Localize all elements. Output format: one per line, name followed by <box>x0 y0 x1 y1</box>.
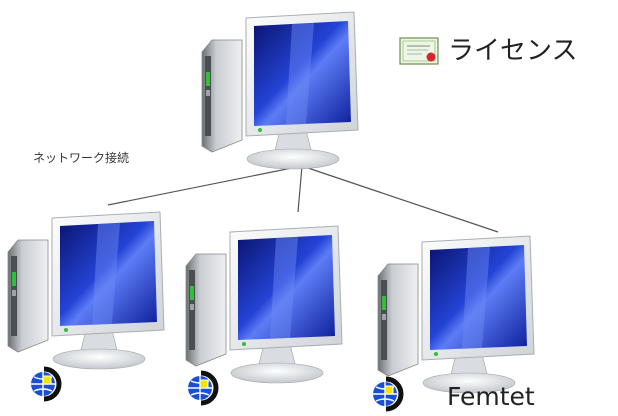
client-computer-2 <box>185 225 343 384</box>
connection-line-right <box>301 165 499 233</box>
femtet-logo-icon <box>186 373 216 403</box>
connection-line-left <box>107 165 303 206</box>
femtet-logo-icon <box>29 369 59 399</box>
license-label: ライセンス <box>448 36 577 66</box>
femtet-label: Femtet <box>447 382 535 411</box>
client-computer-3 <box>377 235 535 394</box>
femtet-logo-icon <box>371 379 401 409</box>
client-computer-1 <box>7 211 165 370</box>
license-server-computer <box>201 11 359 170</box>
connection-line-middle <box>297 165 303 213</box>
license-certificate-icon <box>399 37 439 65</box>
network-connection-lines <box>107 165 499 233</box>
network-connection-label: ネットワーク接続 <box>33 150 129 165</box>
